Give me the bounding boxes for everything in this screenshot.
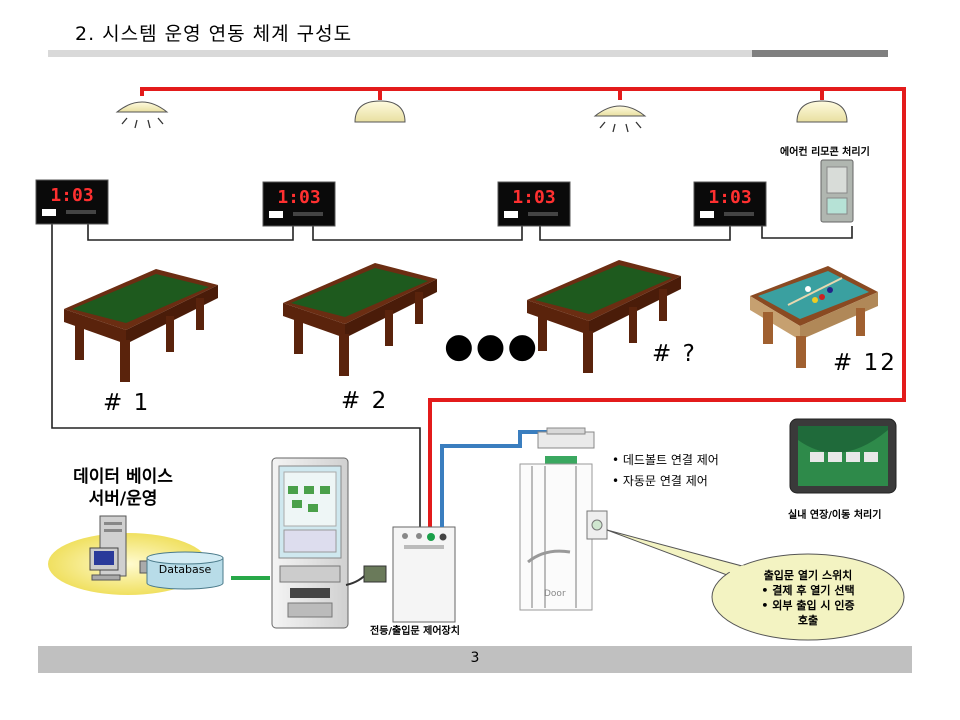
timer-digits-2: 1:03 — [277, 187, 320, 208]
kiosk-terminal-icon — [271, 457, 349, 629]
network-line — [440, 430, 547, 527]
timer-digits-3: 1:03 — [512, 187, 555, 208]
door-feature-item: • 데드볼트 연결 제어 — [612, 453, 719, 467]
billiard-table-2-icon — [283, 263, 437, 376]
ceiling-lamp-3-icon — [593, 105, 647, 133]
indoor-display-label: 실내 연장/이동 처리기 — [788, 510, 882, 521]
table-label-3: # ? — [652, 341, 697, 367]
aircon-remote-icon — [820, 159, 854, 223]
billiard-table-3-icon — [527, 260, 681, 373]
controller-label: 전등/출입문 제어장치 — [370, 626, 460, 637]
timer-digits-4: 1:03 — [708, 187, 751, 208]
timer-display-2-icon: 1:03 — [262, 181, 336, 227]
switch-callout-line: 출입문 열기 스위치 — [763, 569, 853, 582]
lighting-door-controller-icon — [392, 526, 456, 623]
timer-digits-1: 1:03 — [50, 185, 93, 206]
timer-display-1-icon: 1:03 — [35, 179, 109, 225]
database-server-title-line1: 데이터 베이스 — [73, 467, 173, 487]
ceiling-lamp-4-icon — [796, 100, 848, 123]
indoor-display-icon — [789, 418, 897, 494]
database-cylinder-icon — [146, 551, 224, 590]
table-label-2: # 2 — [341, 388, 389, 414]
title-divider — [48, 50, 888, 57]
switch-callout-line: 호출 — [797, 614, 819, 627]
power-line — [140, 87, 906, 528]
aircon-label: 에어컨 리모콘 처리기 — [780, 147, 870, 158]
page-footer: 3 — [38, 646, 912, 673]
database-label: Database — [158, 563, 212, 576]
pool-table-icon — [750, 266, 878, 368]
database-server-title: 데이터 베이스 서버/운영 — [58, 466, 188, 510]
door-feature-item: • 자동문 연결 제어 — [612, 474, 708, 488]
serial-cable-icon — [345, 565, 387, 586]
ellipsis-indicator: ●●● — [444, 326, 540, 366]
switch-callout — [606, 529, 905, 641]
billiard-table-1-icon — [64, 269, 218, 382]
table-label-4: # 12 — [833, 350, 897, 376]
door-label: Door — [544, 589, 566, 599]
door-icon — [519, 427, 595, 611]
switch-callout-line: • 외부 출입 시 인증 — [761, 599, 855, 612]
page-number: 3 — [470, 650, 480, 666]
door-open-switch-icon — [586, 510, 608, 540]
ceiling-lamp-1-icon — [115, 101, 169, 129]
table-label-1: # 1 — [103, 390, 151, 416]
switch-callout-line: • 결제 후 열기 선택 — [761, 584, 855, 597]
switch-callout-text: 출입문 열기 스위치 • 결제 후 열기 선택 • 외부 출입 시 인증 호출 — [735, 568, 881, 628]
page-title: 2. 시스템 운영 연동 체계 구성도 — [75, 23, 353, 45]
timer-display-3-icon: 1:03 — [497, 181, 571, 227]
timer-display-4-icon: 1:03 — [693, 181, 767, 227]
door-feature-list: • 데드볼트 연결 제어 • 자동문 연결 제어 — [612, 450, 719, 492]
timer-link-lines — [51, 220, 853, 528]
title-divider-accent — [752, 50, 888, 57]
database-server-title-line2: 서버/운영 — [88, 489, 158, 509]
ceiling-lamp-2-icon — [354, 100, 406, 123]
